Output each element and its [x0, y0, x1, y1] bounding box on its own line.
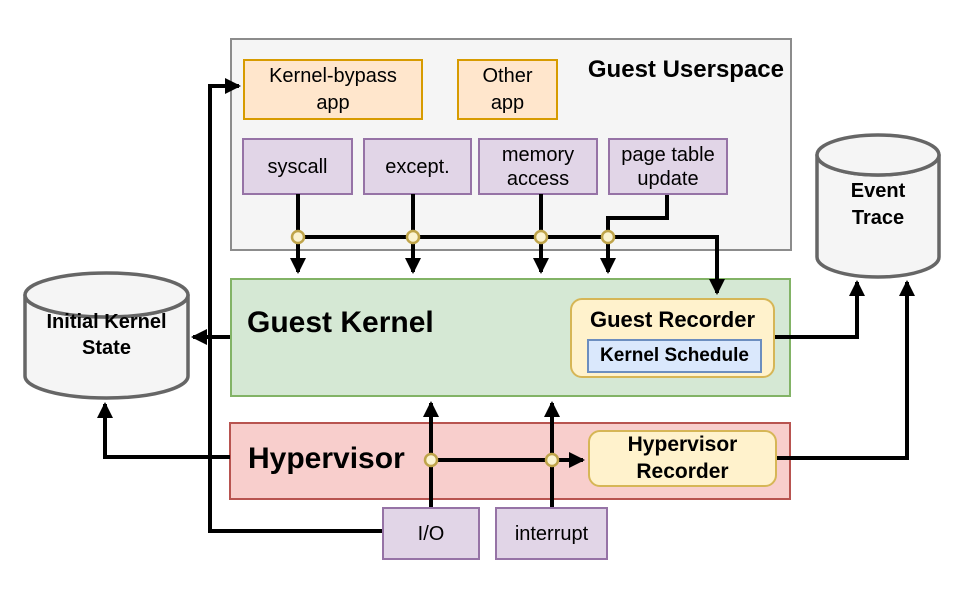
event-label-except: except.: [385, 155, 450, 178]
event-label-memory-access: memory access: [501, 143, 575, 190]
kernel-schedule-box: Kernel Schedule: [587, 339, 762, 373]
event-box-page-table-update: page table update: [608, 138, 728, 195]
guest-recorder-box: Guest Recorder Kernel Schedule: [570, 298, 775, 378]
other-app-box: Other app: [457, 59, 558, 120]
guest-userspace-label: Guest Userspace: [587, 56, 784, 83]
io-box: I/O: [382, 507, 480, 560]
other-app-label: Other app: [482, 64, 533, 114]
hypervisor-label: Hypervisor: [248, 442, 405, 475]
hypervisor-recorder-box: Hypervisor Recorder: [588, 430, 777, 487]
initial-kernel-state-label: Initial Kernel State: [46, 311, 167, 359]
interrupt-box: interrupt: [495, 507, 608, 560]
kernel-bypass-app-label: Kernel-bypass app: [269, 64, 397, 114]
edge-hypervisor-to-initial-state: [97, 402, 230, 459]
kernel-bypass-app-box: Kernel-bypass app: [243, 59, 423, 120]
event-label-page-table-update: page table update: [621, 143, 715, 190]
event-box-except: except.: [363, 138, 472, 195]
hypervisor-recorder-label: Hypervisor Recorder: [627, 433, 738, 483]
guest-kernel-label: Guest Kernel: [247, 306, 434, 339]
edge-hypervisor-recorder-to-event-trace: [777, 280, 915, 460]
event-box-memory-access: memory access: [478, 138, 598, 195]
event-box-syscall: syscall: [242, 138, 353, 195]
event-trace-label: Event Trace: [850, 180, 906, 229]
guest-recorder-label: Guest Recorder: [589, 307, 756, 332]
kernel-schedule-label: Kernel Schedule: [600, 345, 749, 366]
interrupt-label: interrupt: [514, 522, 589, 545]
io-label: I/O: [417, 522, 445, 545]
event-label-syscall: syscall: [267, 155, 328, 178]
